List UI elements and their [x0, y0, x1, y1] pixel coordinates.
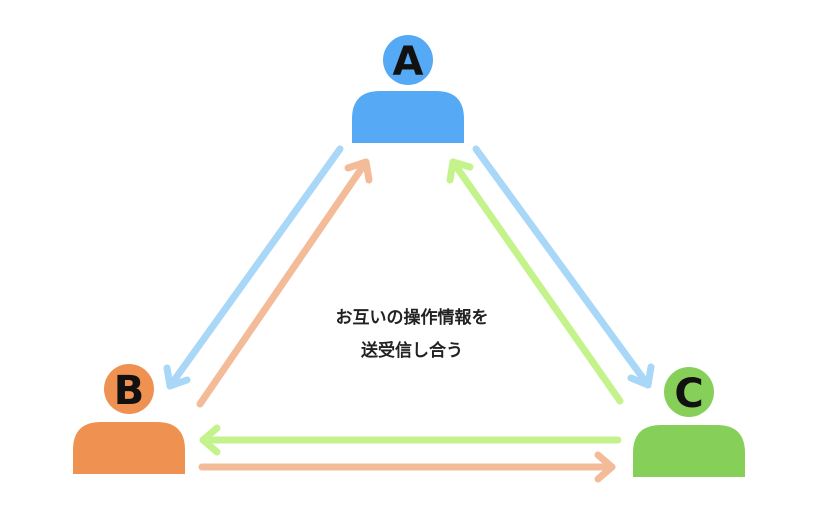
- node-a-label: A: [393, 39, 424, 85]
- arrow-a-to-c: [472, 145, 655, 389]
- arrow-c-to-b: [199, 424, 622, 456]
- arrow-b-to-a: [196, 158, 373, 408]
- node-c-label: C: [674, 371, 703, 417]
- diagram-caption: お互いの操作情報を 送受信し合う: [262, 302, 562, 368]
- node-c: C: [633, 367, 745, 477]
- node-a-body: [352, 91, 464, 143]
- node-b-body: [73, 422, 185, 474]
- node-b-head: [104, 364, 154, 414]
- node-b: B: [73, 364, 185, 474]
- caption-line-2: 送受信し合う: [361, 341, 463, 361]
- node-a: A: [352, 35, 464, 143]
- node-c-body: [633, 425, 745, 477]
- arrow-a-to-b: [163, 145, 344, 390]
- arrow-c-to-a: [446, 158, 624, 405]
- node-c-head: [664, 367, 714, 417]
- node-b-label: B: [114, 368, 145, 414]
- arrow-b-to-c: [198, 451, 616, 483]
- node-a-head: [383, 35, 433, 85]
- caption-line-1: お互いの操作情報を: [335, 308, 489, 328]
